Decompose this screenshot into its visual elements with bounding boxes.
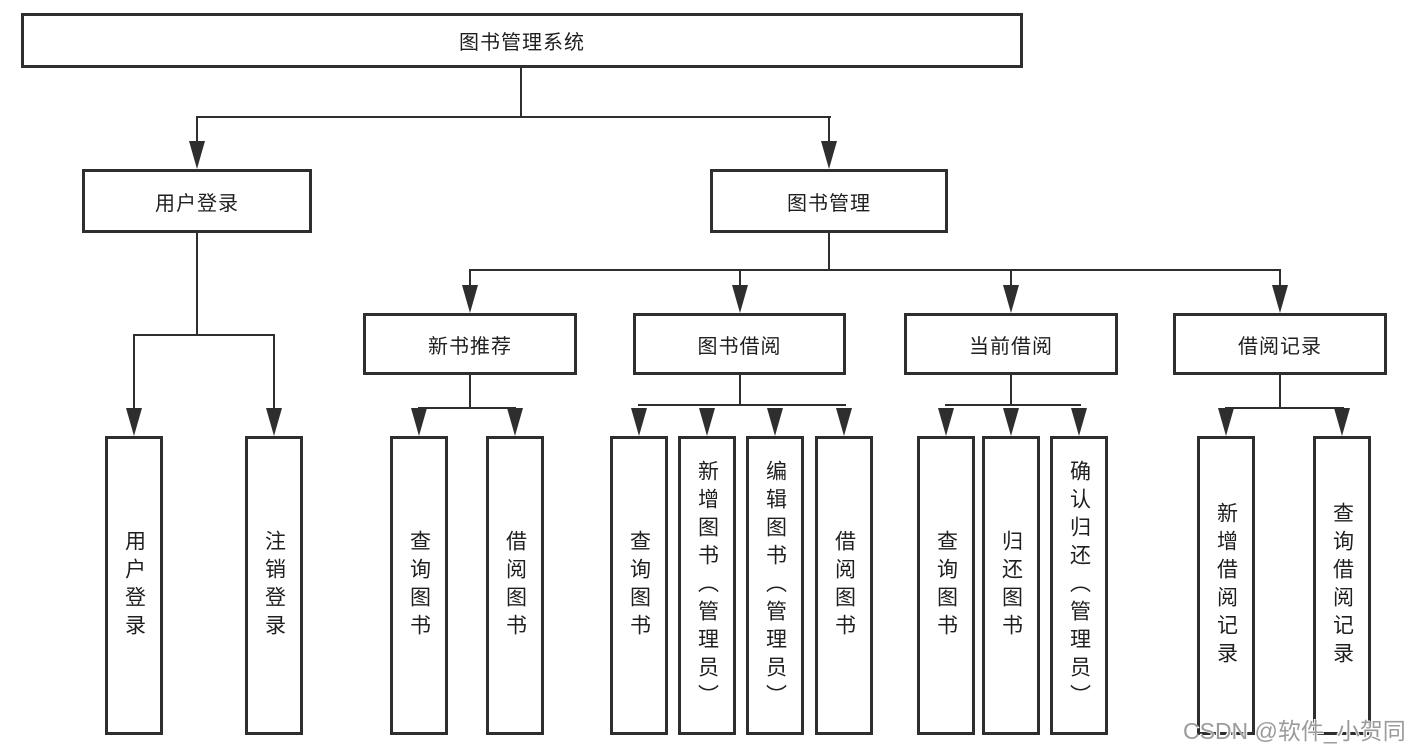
- arrow-down: [1272, 285, 1288, 313]
- leaf-current-return: 归还图书: [982, 436, 1040, 735]
- arrow-down: [1071, 408, 1087, 436]
- arrow-down: [1003, 408, 1019, 436]
- arrow-down: [1218, 408, 1234, 436]
- node-borrow-record: 借阅记录: [1173, 313, 1387, 375]
- node-book-borrow: 图书借阅: [633, 313, 846, 375]
- arrow-down: [411, 408, 427, 436]
- arrow-down: [836, 408, 852, 436]
- leaf-newbook-query: 查询图书: [390, 436, 448, 735]
- leaf-borrow-book: 借阅图书: [815, 436, 873, 735]
- connector-drop: [1279, 269, 1281, 285]
- arrow-down: [699, 408, 715, 436]
- leaf-logout: 注销登录: [245, 436, 303, 735]
- arrow-down: [189, 141, 205, 169]
- node-root-label: 图书管理系统: [459, 32, 585, 54]
- connector-drop: [469, 269, 471, 285]
- node-book-borrow-label: 图书借阅: [697, 335, 782, 358]
- leaf-current-confirm-admin: 确认归还（管理员）: [1050, 436, 1108, 735]
- node-user-login: 用户登录: [82, 169, 312, 233]
- connector-currentborrow-distributor: [945, 404, 1081, 406]
- leaf-user-login: 用户登录: [105, 436, 163, 735]
- leaf-borrow-query: 查询图书: [610, 436, 668, 735]
- leaf-logout-label: 注销登录: [262, 529, 286, 642]
- connector-root-stem: [520, 68, 522, 118]
- leaf-borrow-add-admin-label: 新增图书（管理员）: [695, 459, 719, 712]
- connector-drop: [273, 334, 275, 408]
- connector-newbook-distributor: [418, 407, 516, 409]
- leaf-record-query-label: 查询借阅记录: [1330, 501, 1354, 670]
- leaf-borrow-edit-admin-label: 编辑图书（管理员）: [763, 459, 787, 712]
- connector-drop: [739, 269, 741, 285]
- leaf-newbook-borrow: 借阅图书: [486, 436, 544, 735]
- node-new-book-recommend: 新书推荐: [363, 313, 577, 375]
- leaf-newbook-query-label: 查询图书: [407, 529, 431, 642]
- arrow-down: [821, 141, 837, 169]
- leaf-borrow-query-label: 查询图书: [627, 529, 651, 642]
- leaf-borrow-edit-admin: 编辑图书（管理员）: [746, 436, 804, 735]
- connector-drop: [196, 116, 198, 143]
- connector-userlogin-stem: [196, 233, 198, 336]
- connector-userlogin-distributor: [133, 334, 275, 336]
- connector-drop: [828, 116, 830, 143]
- node-new-book-recommend-label: 新书推荐: [428, 335, 512, 358]
- arrow-down: [938, 408, 954, 436]
- arrow-down: [1003, 285, 1019, 313]
- arrow-down: [507, 408, 523, 436]
- leaf-current-query-label: 查询图书: [934, 529, 958, 642]
- arrow-down: [767, 408, 783, 436]
- connector-bookborrow-stem: [739, 375, 741, 406]
- leaf-current-query: 查询图书: [917, 436, 975, 735]
- arrow-down: [732, 285, 748, 313]
- leaf-record-query: 查询借阅记录: [1313, 436, 1371, 735]
- leaf-record-add: 新增借阅记录: [1197, 436, 1255, 735]
- connector-bookmgmt-distributor: [469, 269, 1281, 271]
- node-book-management-label: 图书管理: [787, 192, 871, 215]
- leaf-current-return-label: 归还图书: [999, 529, 1023, 642]
- connector-bookborrow-distributor: [638, 404, 846, 406]
- leaf-borrow-book-label: 借阅图书: [832, 529, 856, 642]
- connector-drop: [1010, 269, 1012, 285]
- node-root: 图书管理系统: [21, 13, 1023, 68]
- node-user-login-label: 用户登录: [155, 192, 239, 215]
- node-borrow-record-label: 借阅记录: [1238, 335, 1322, 358]
- connector-newbook-stem: [469, 375, 471, 409]
- arrow-down: [1334, 408, 1350, 436]
- connector-currentborrow-stem: [1010, 375, 1012, 406]
- node-current-borrow-label: 当前借阅: [969, 335, 1053, 358]
- leaf-current-confirm-admin-label: 确认归还（管理员）: [1067, 459, 1091, 712]
- arrow-down: [266, 408, 282, 436]
- connector-borrowrecord-stem: [1279, 375, 1281, 409]
- connector-borrowrecord-distributor: [1225, 407, 1344, 409]
- connector-bookmgmt-stem: [828, 233, 830, 271]
- leaf-newbook-borrow-label: 借阅图书: [503, 529, 527, 642]
- arrow-down: [462, 285, 478, 313]
- node-current-borrow: 当前借阅: [904, 313, 1118, 375]
- csdn-watermark: CSDN @软件_小贺同学: [1183, 718, 1405, 744]
- leaf-record-add-label: 新增借阅记录: [1214, 501, 1238, 670]
- arrow-down: [631, 408, 647, 436]
- connector-drop: [133, 334, 135, 408]
- node-book-management: 图书管理: [710, 169, 948, 233]
- leaf-user-login-label: 用户登录: [122, 529, 146, 642]
- leaf-borrow-add-admin: 新增图书（管理员）: [678, 436, 736, 735]
- arrow-down: [126, 408, 142, 436]
- connector-root-distributor: [196, 116, 831, 118]
